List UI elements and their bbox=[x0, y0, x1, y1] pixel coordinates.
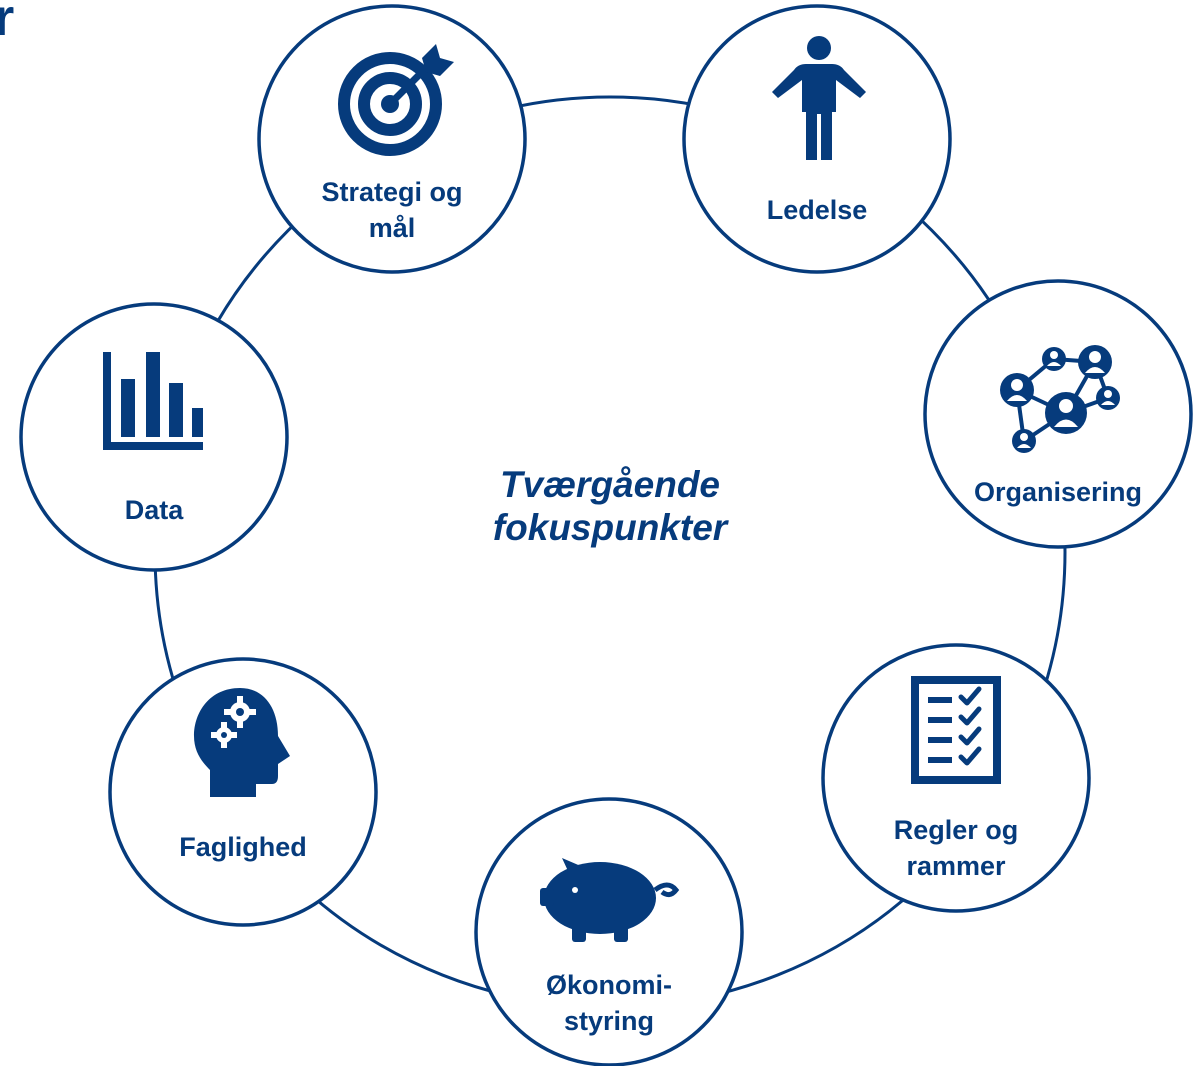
node-label-organisation-text: Organisering bbox=[973, 477, 1143, 507]
piggy-bank-icon bbox=[540, 858, 680, 942]
head-gears-icon bbox=[194, 688, 290, 797]
node-label-strategy: Strategi og mål bbox=[292, 174, 492, 246]
node-label-strategy-text: Strategi og mål bbox=[321, 177, 463, 243]
person-icon bbox=[772, 36, 866, 160]
target-icon bbox=[338, 44, 454, 156]
node-label-expertise: Faglighed bbox=[143, 829, 343, 865]
node-label-economy: Økonomi- styring bbox=[509, 967, 709, 1039]
node-label-economy-text: Økonomi- styring bbox=[546, 970, 672, 1036]
node-label-leadership: Ledelse bbox=[717, 192, 917, 228]
partial-title: r bbox=[0, 0, 15, 47]
node-label-rules-text: Regler og rammer bbox=[893, 815, 1019, 881]
node-label-data-text: Data bbox=[124, 495, 184, 525]
node-label-expertise-text: Faglighed bbox=[179, 832, 307, 862]
network-people-icon bbox=[1000, 345, 1120, 453]
center-title-line1: Tværgående bbox=[499, 464, 720, 505]
center-title-line2: fokuspunkter bbox=[492, 507, 728, 548]
center-title: Tværgående fokuspunkter bbox=[400, 463, 820, 549]
node-label-data: Data bbox=[54, 492, 254, 528]
node-label-organisation: Organisering bbox=[958, 474, 1158, 510]
node-label-rules: Regler og rammer bbox=[856, 812, 1056, 884]
node-circle-strategy bbox=[257, 4, 527, 274]
node-label-leadership-text: Ledelse bbox=[766, 195, 868, 225]
bar-chart-icon bbox=[103, 352, 203, 450]
checklist-icon bbox=[911, 676, 1001, 784]
